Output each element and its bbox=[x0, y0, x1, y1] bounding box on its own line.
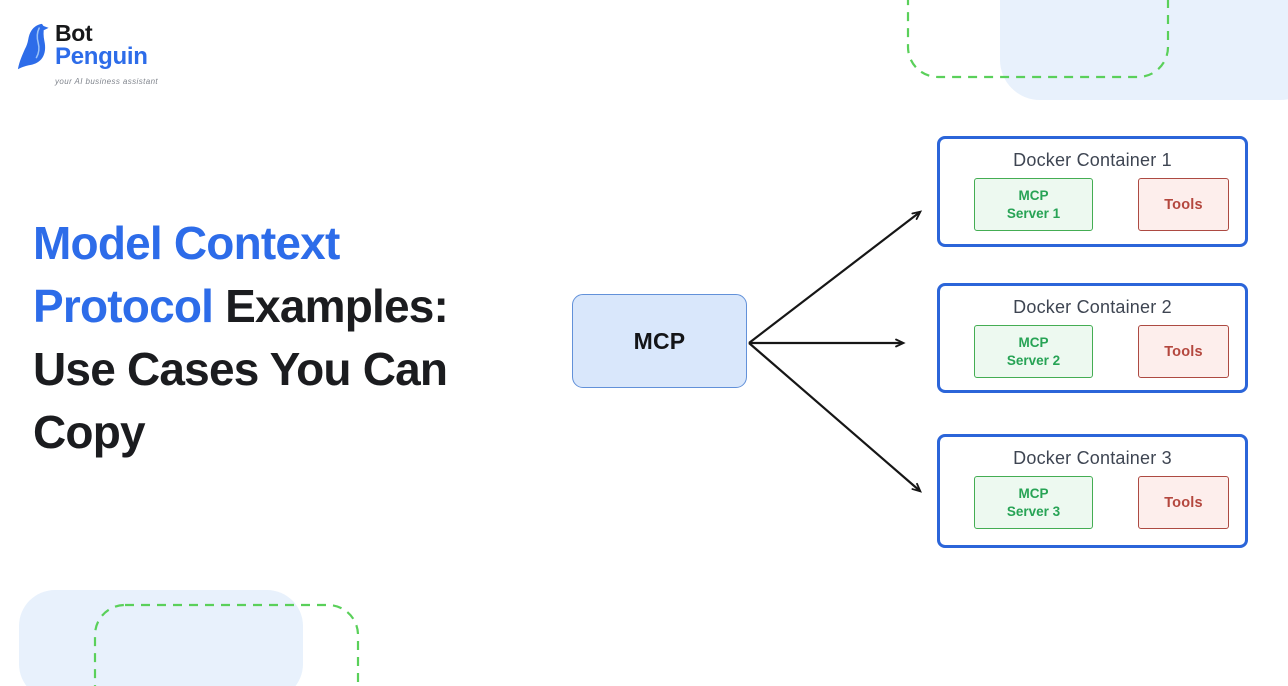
mcp-server-box-1: MCP Server 1 bbox=[974, 178, 1093, 231]
mcp-server-label-line1: MCP bbox=[1018, 187, 1049, 203]
logo-tagline: your AI business assistant bbox=[55, 76, 159, 86]
docker-container-1: Docker Container 1 MCP Server 1 Tools bbox=[937, 136, 1248, 247]
headline-line-4: Copy bbox=[33, 406, 146, 458]
headline: Model Context Protocol Examples: Use Cas… bbox=[33, 212, 593, 464]
tools-box-1: Tools bbox=[1138, 178, 1229, 231]
tools-label: Tools bbox=[1164, 343, 1203, 360]
tools-box-2: Tools bbox=[1138, 325, 1229, 378]
logo-text-penguin: Penguin bbox=[55, 43, 148, 71]
tools-label: Tools bbox=[1164, 196, 1203, 213]
decorative-blue-rect-top-right bbox=[1000, 0, 1288, 100]
headline-line-2: Protocol Examples: bbox=[33, 275, 593, 338]
botpenguin-logo: Bot Penguin your AI business assistant bbox=[16, 20, 159, 86]
tools-label: Tools bbox=[1164, 494, 1203, 511]
headline-blue-protocol: Protocol bbox=[33, 280, 214, 332]
mcp-server-label-line2: Server 2 bbox=[1006, 352, 1061, 368]
decorative-blue-rect-bottom-left bbox=[19, 590, 303, 686]
arrow-mcp-to-container-3 bbox=[748, 342, 922, 493]
mcp-server-label-line2: Server 3 bbox=[1006, 503, 1061, 519]
docker-container-3: Docker Container 3 MCP Server 3 Tools bbox=[937, 434, 1248, 548]
mcp-server-label-line2: Server 1 bbox=[1006, 205, 1061, 221]
container-title: Docker Container 3 bbox=[1013, 448, 1172, 468]
headline-dark-examples: Examples: bbox=[213, 280, 449, 332]
mcp-server-label-line1: MCP bbox=[1018, 334, 1049, 350]
mcp-hub-box: MCP bbox=[572, 294, 747, 388]
headline-line-1: Model Context bbox=[33, 212, 593, 275]
tools-box-3: Tools bbox=[1138, 476, 1229, 529]
mcp-server-box-3: MCP Server 3 bbox=[974, 476, 1093, 529]
penguin-logo-icon bbox=[17, 23, 49, 70]
logo-text-bot: Bot bbox=[55, 20, 93, 46]
mcp-hub-label: MCP bbox=[633, 327, 686, 354]
headline-line-3: Use Cases You Can bbox=[33, 343, 448, 395]
container-title: Docker Container 1 bbox=[1013, 150, 1172, 170]
logo-text: Bot Penguin your AI business assistant bbox=[55, 20, 159, 86]
mcp-server-label-line1: MCP bbox=[1018, 485, 1049, 501]
mcp-server-box-2: MCP Server 2 bbox=[974, 325, 1093, 378]
headline-blue-model-context: Model Context bbox=[33, 217, 340, 269]
container-title: Docker Container 2 bbox=[1013, 297, 1172, 317]
arrow-mcp-to-container-1 bbox=[748, 210, 923, 344]
docker-container-2: Docker Container 2 MCP Server 2 Tools bbox=[937, 283, 1248, 393]
